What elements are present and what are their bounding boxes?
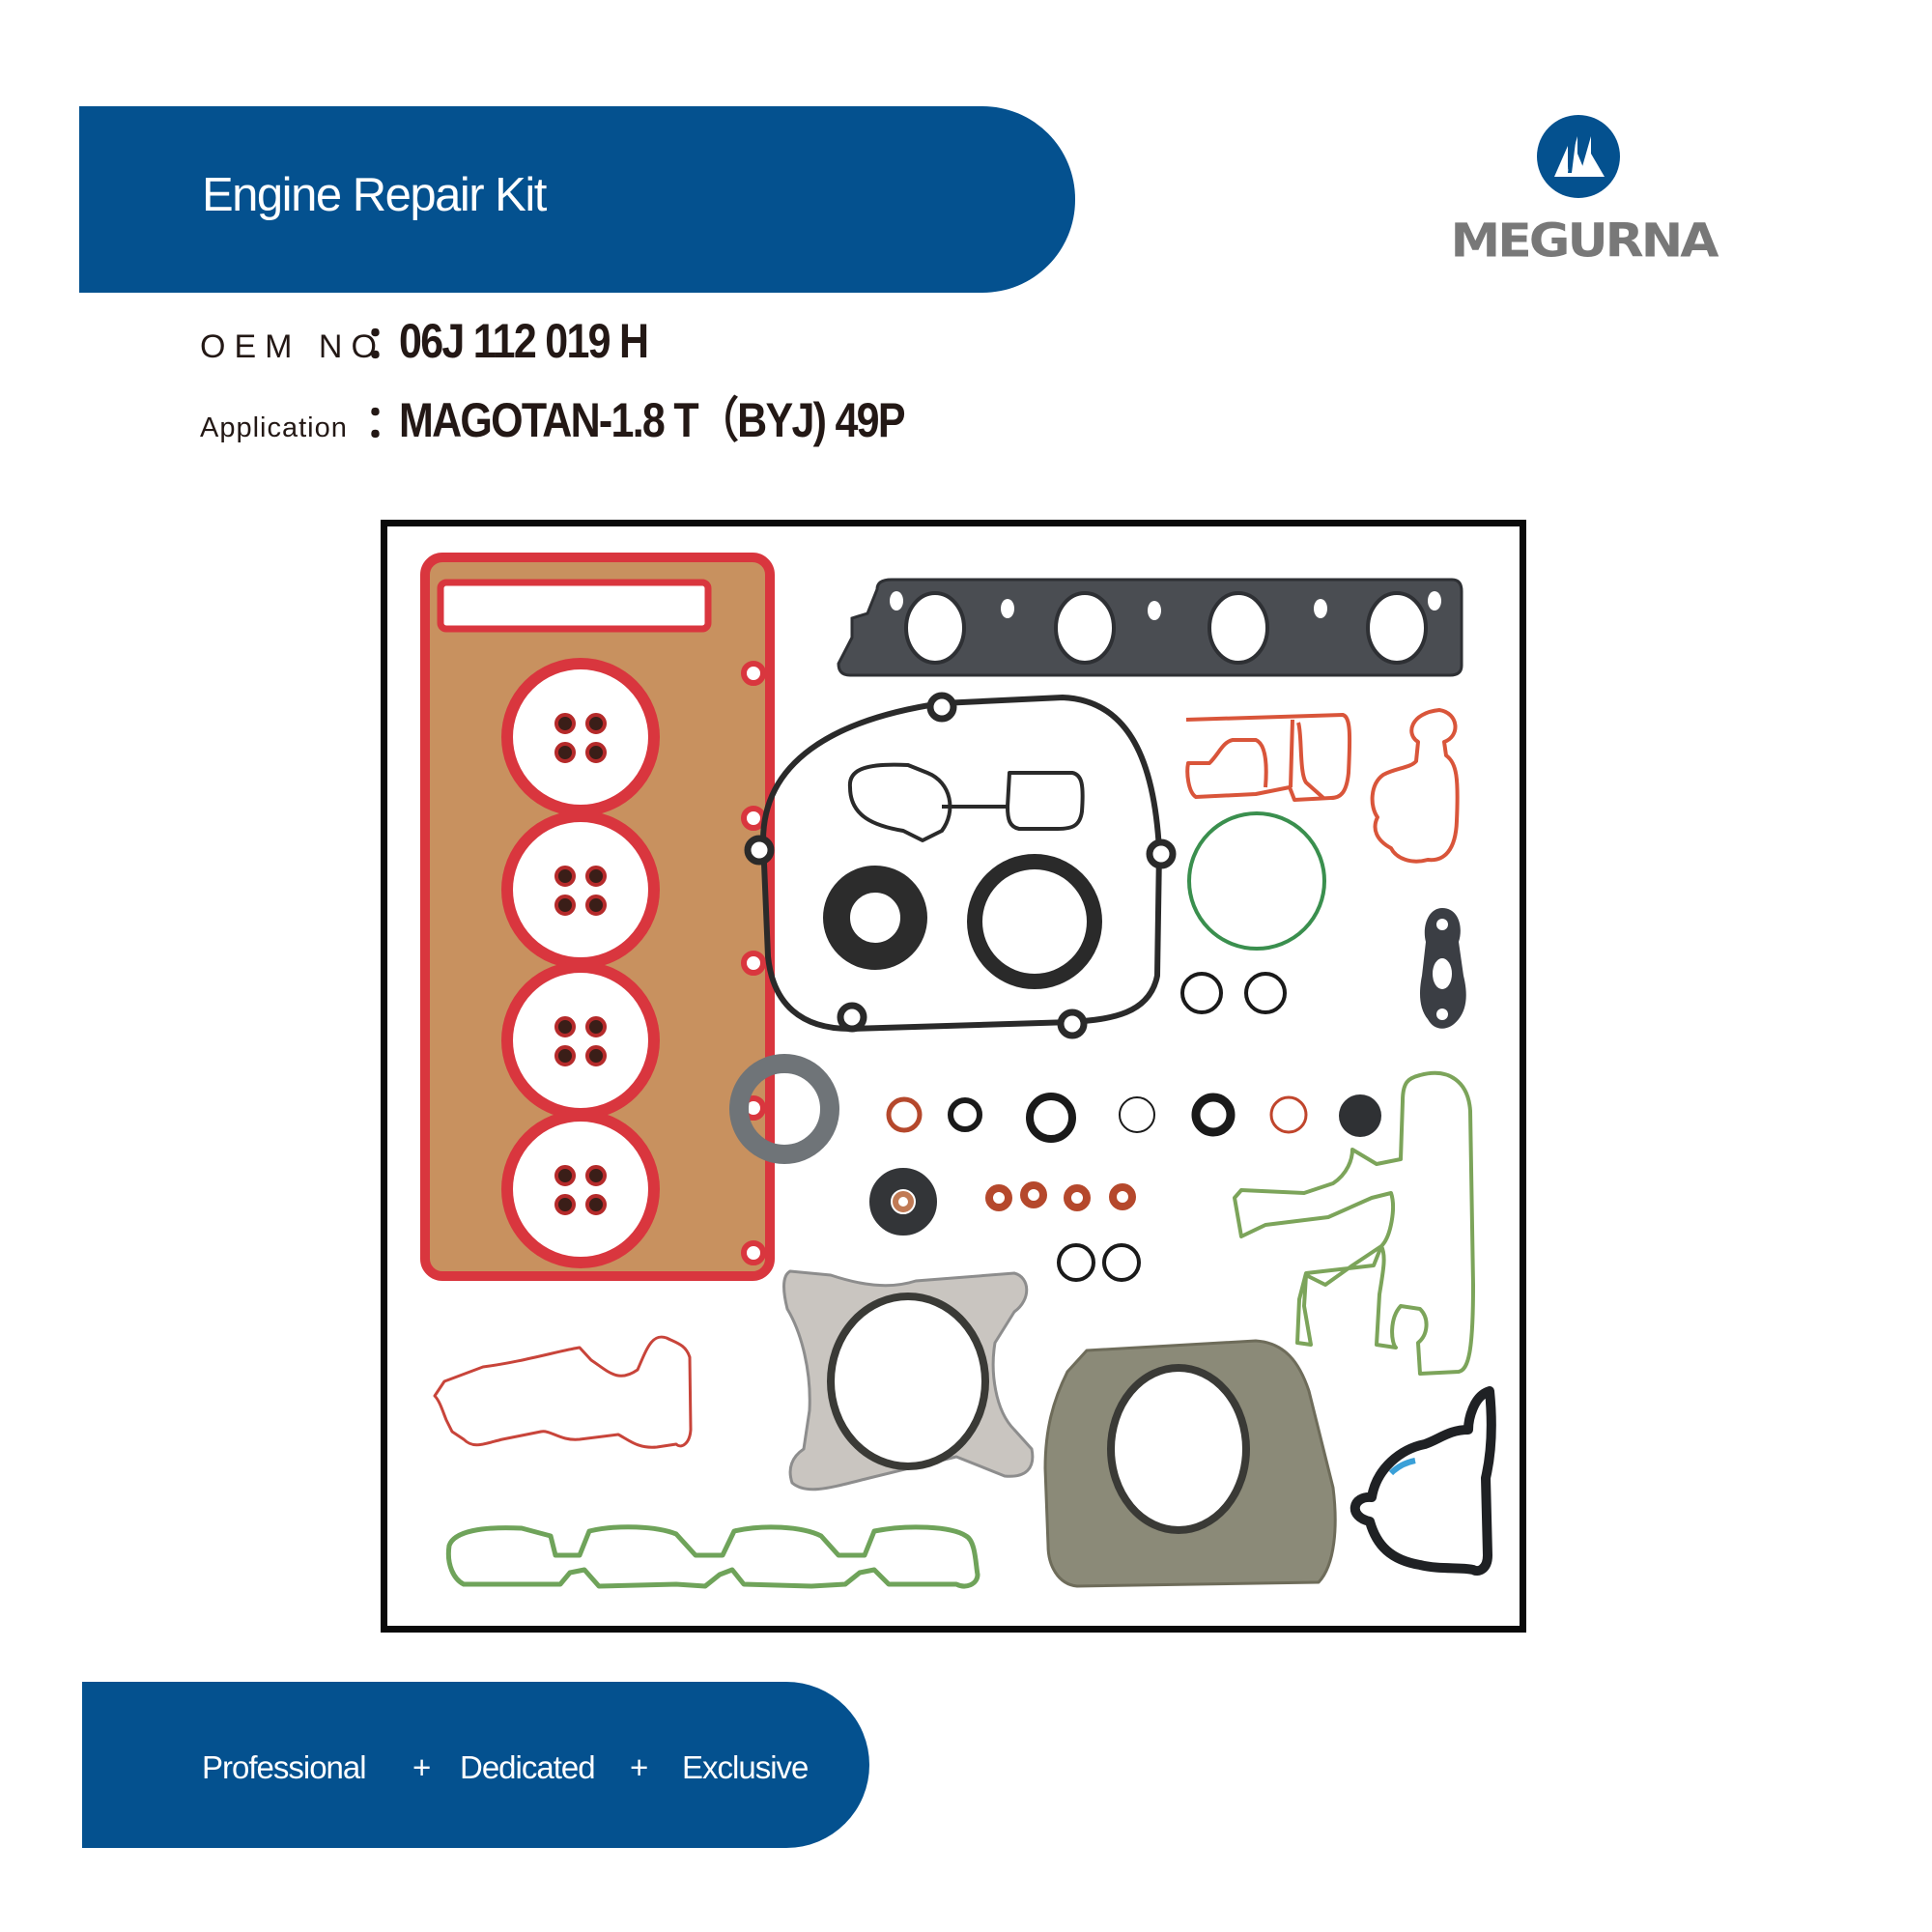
camshaft-oil-seal	[823, 866, 927, 970]
rear-main-seal-flange	[1043, 1339, 1337, 1588]
o-ring-pair-1b	[1244, 972, 1287, 1014]
tagline-professional: Professional	[202, 1749, 367, 1785]
oem-value: 06J 112 019 H	[399, 314, 649, 368]
brand-logo: MEGURNA	[1439, 114, 1729, 269]
intake-seal-ring	[1187, 811, 1326, 951]
o-ring-2	[948, 1097, 982, 1132]
exhaust-manifold-gasket	[837, 578, 1463, 677]
application-colon: ：	[364, 396, 409, 446]
cover-gasket-red	[433, 1335, 693, 1449]
o-ring-small-4	[1109, 1183, 1136, 1210]
o-ring-pair-2a	[1057, 1243, 1095, 1282]
oem-number-row: OEM NO：06J 112 019 H	[200, 307, 688, 371]
tagline-banner: Professional + Dedicated + Exclusive	[82, 1682, 869, 1848]
title-banner: Engine Repair Kit	[79, 106, 1075, 293]
o-ring-small-2	[1020, 1181, 1047, 1208]
water-pump-gasket	[1233, 1070, 1475, 1376]
rear-oil-seal-grey	[729, 1054, 839, 1164]
gasket-kit-illustration	[420, 553, 1496, 1589]
o-ring-small-1	[985, 1184, 1012, 1211]
o-ring-3	[1026, 1093, 1076, 1143]
oil-cooler-gasket-b	[1370, 708, 1460, 864]
turbo-flange-gasket	[782, 1269, 1035, 1492]
injector-seal-core	[893, 1191, 914, 1212]
oil-cooler-gasket-a	[1185, 713, 1352, 802]
intake-manifold-gasket	[445, 1524, 980, 1589]
crankshaft-front-seal	[967, 854, 1102, 989]
tagline-dedicated: Dedicated	[460, 1749, 596, 1785]
oem-colon: ：	[364, 317, 409, 367]
tagline-exclusive: Exclusive	[682, 1749, 809, 1785]
cylinder-head-gasket	[420, 553, 775, 1281]
brand-wordmark: MEGURNA	[1450, 214, 1719, 269]
sealing-cap	[1339, 1094, 1381, 1137]
application-value: MAGOTAN-1.8 T（BYJ) 49P	[399, 393, 906, 447]
o-ring-5	[1191, 1093, 1236, 1137]
application-label: Application	[200, 412, 348, 443]
o-ring-pair-2b	[1102, 1243, 1141, 1282]
o-ring-pair-1a	[1180, 972, 1223, 1014]
timing-cover-gasket	[744, 692, 1177, 1039]
crankcase-vent-gasket	[847, 762, 1085, 842]
o-ring-6	[1269, 1095, 1308, 1134]
page-title: Engine Repair Kit	[202, 169, 547, 221]
plus-separator: +	[630, 1749, 648, 1785]
megurna-mountain-icon	[1537, 115, 1620, 198]
product-image-frame	[381, 520, 1526, 1633]
egr-pipe-gasket	[1420, 908, 1466, 1029]
o-ring-4	[1119, 1096, 1155, 1133]
oem-label: OEM NO	[200, 328, 385, 365]
vacuum-pump-gasket	[1350, 1386, 1496, 1577]
injector-seal	[869, 1168, 937, 1236]
application-row: Application ：MAGOTAN-1.8 T（BYJ) 49P	[200, 382, 986, 451]
o-ring-small-3	[1064, 1184, 1091, 1211]
o-ring-1	[886, 1096, 923, 1133]
plus-separator: +	[412, 1749, 431, 1785]
